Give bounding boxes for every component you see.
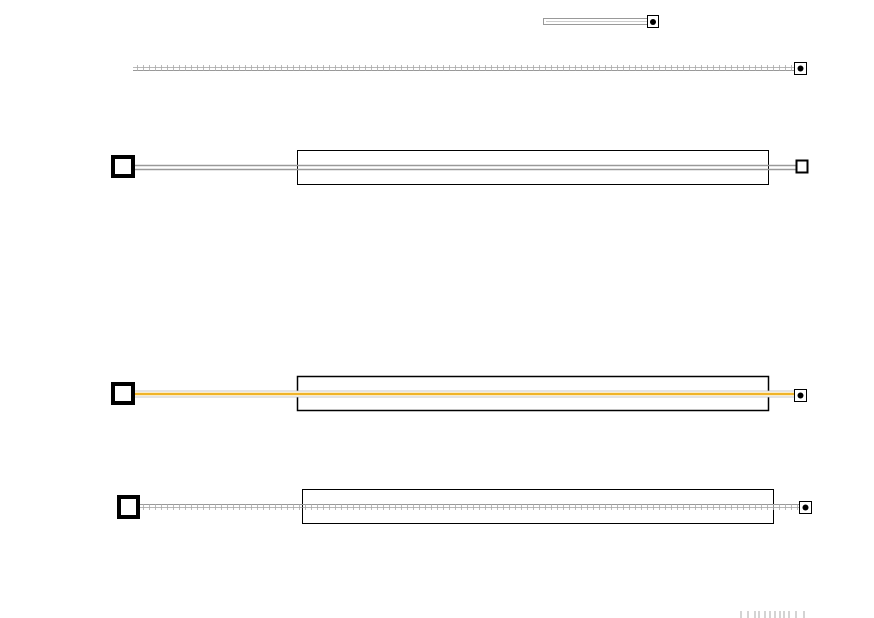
tick-marks bbox=[740, 611, 805, 618]
row-2 bbox=[111, 375, 807, 412]
small-slider[interactable] bbox=[543, 15, 659, 28]
row-3-start-handle[interactable] bbox=[117, 495, 140, 519]
knob-dot-icon bbox=[802, 504, 809, 511]
row-3 bbox=[117, 489, 812, 524]
ladder-slider[interactable] bbox=[133, 62, 807, 75]
row-2-start-handle[interactable] bbox=[111, 382, 135, 405]
knob-dot-icon bbox=[797, 65, 804, 72]
row-1-end-handle[interactable] bbox=[795, 159, 809, 174]
ladder-slider-track bbox=[133, 65, 795, 72]
knob-dot-icon bbox=[650, 19, 656, 25]
row-1-panel bbox=[297, 150, 769, 185]
knob-dot-icon bbox=[797, 392, 804, 399]
row-1 bbox=[111, 150, 809, 185]
row-3-track bbox=[140, 503, 800, 510]
row-1-start-handle[interactable] bbox=[111, 155, 135, 178]
